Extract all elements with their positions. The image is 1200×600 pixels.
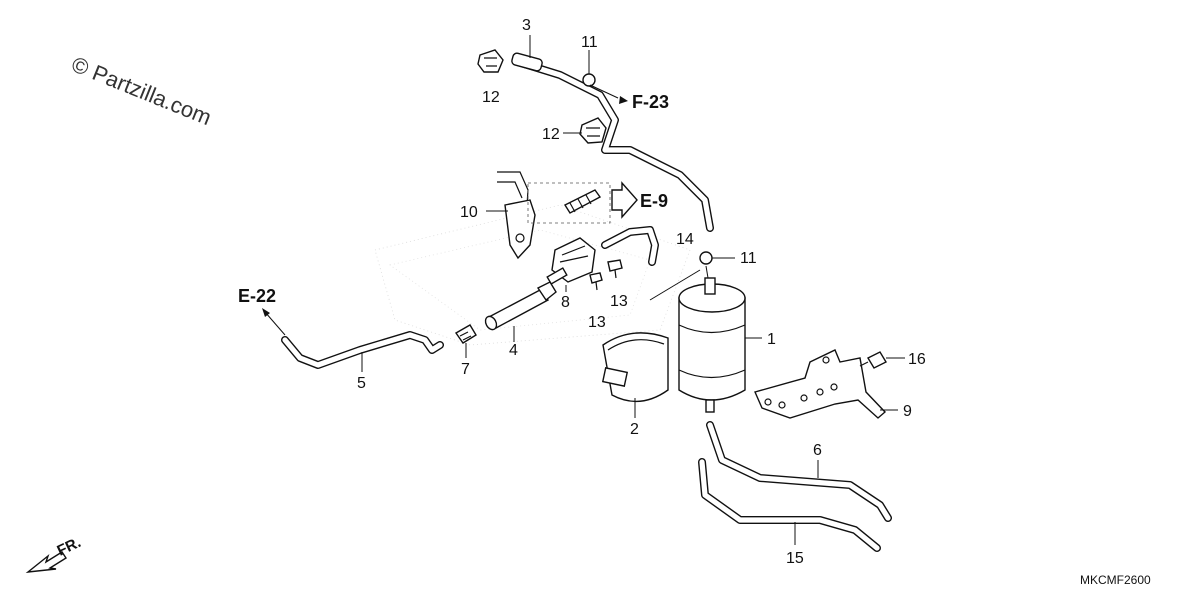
label-part-2: 2 (630, 421, 639, 438)
label-part-13-b: 13 (610, 293, 628, 310)
bolt-part-16[interactable] (859, 351, 905, 369)
bolt-part-10[interactable] (563, 189, 602, 214)
screw-part-13-a[interactable] (589, 272, 603, 291)
label-part-16: 16 (908, 351, 926, 368)
clip-part-11-top[interactable] (582, 50, 596, 87)
label-part-12-top: 12 (482, 89, 500, 106)
hose-part-15[interactable] (698, 458, 881, 552)
label-part-11-top: 11 (581, 34, 598, 51)
label-part-15: 15 (786, 550, 804, 567)
label-part-7: 7 (461, 361, 470, 378)
reference-e22[interactable]: E-22 (238, 286, 286, 336)
diagram-code: MKCMF2600 (1080, 573, 1151, 587)
front-direction-indicator: FR. (25, 534, 84, 573)
clip-part-12-mid[interactable] (579, 117, 607, 144)
reference-e9[interactable]: E-9 (527, 181, 668, 224)
label-part-6: 6 (813, 442, 822, 459)
svg-text:F-23: F-23 (632, 92, 669, 112)
canister-part-1[interactable] (678, 265, 762, 413)
clip-part-11-canister[interactable] (699, 251, 735, 265)
band-part-2[interactable] (601, 332, 669, 418)
label-part-12-mid: 12 (542, 126, 560, 143)
watermark: © Partzilla.com (68, 51, 215, 130)
screw-part-13-b[interactable] (607, 259, 623, 279)
hose-part-5[interactable] (281, 331, 444, 372)
svg-text:E-9: E-9 (640, 191, 668, 211)
leader-part-14 (649, 269, 701, 301)
bracket-part-10[interactable] (486, 171, 536, 260)
label-part-13-a: 13 (588, 314, 606, 331)
svg-text:E-22: E-22 (238, 286, 276, 306)
label-part-8: 8 (561, 294, 570, 311)
short-hose-e9[interactable] (601, 226, 659, 266)
hose-part-6[interactable] (706, 421, 892, 522)
label-part-1: 1 (767, 331, 776, 348)
label-part-4: 4 (509, 342, 518, 359)
label-part-3: 3 (522, 17, 531, 34)
label-part-5: 5 (357, 375, 366, 392)
label-part-14: 14 (676, 231, 694, 248)
label-part-10: 10 (460, 204, 478, 221)
clip-part-12-top[interactable] (477, 49, 504, 73)
connector-part-7[interactable] (454, 324, 477, 358)
bracket-part-9[interactable] (754, 349, 898, 419)
label-part-9: 9 (903, 403, 912, 420)
purge-valve-part-8[interactable] (546, 237, 596, 292)
reference-f23[interactable]: F-23 (589, 84, 669, 112)
vent-hose-part-3[interactable] (511, 52, 714, 232)
svg-text:FR.: FR. (55, 534, 84, 560)
label-part-11-canister: 11 (740, 250, 757, 267)
joint-tube-part-4[interactable] (483, 281, 557, 342)
